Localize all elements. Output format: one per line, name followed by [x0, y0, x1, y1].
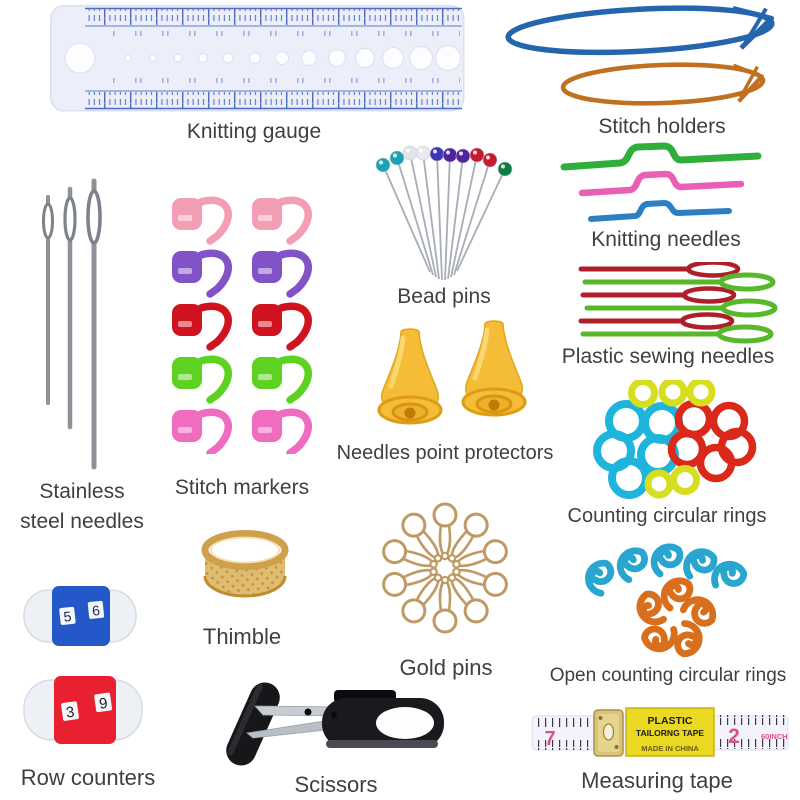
rings-yellow — [628, 380, 716, 499]
row-counters-label: Row counters — [20, 765, 156, 790]
row-counter-blue-windows: 5 6 — [59, 600, 105, 625]
tag-line3: MADE IN CHINA — [641, 744, 699, 753]
stitch-holders-image — [505, 5, 775, 106]
knitting-gauge-label: Knitting gauge — [186, 120, 322, 143]
point-protectors — [379, 321, 525, 423]
plastic-sewing-needles-label: Plastic sewing needles — [561, 345, 775, 368]
scissors-image — [226, 682, 444, 766]
stainless-label-line2: steel needles — [20, 510, 144, 533]
bead-pins-label: Bead pins — [397, 285, 491, 308]
open-rings-orange — [636, 581, 715, 657]
plastic-sewing-needles-image — [578, 262, 778, 344]
counting-circular-rings-label: Counting circular rings — [567, 505, 767, 527]
thread-snips — [226, 682, 444, 766]
row-counter-blue: 5 6 — [23, 586, 137, 646]
cable-needle-blue — [588, 199, 732, 222]
row-counter-red-digit-1: 3 — [65, 704, 76, 722]
gauge-bottom-ruler-ticks — [85, 90, 462, 110]
stainless-label-line1: Stainless — [39, 480, 125, 503]
gold-pins-label: Gold pins — [399, 655, 493, 680]
counting-circular-rings-image — [593, 380, 757, 499]
cable-needle-pink — [578, 170, 745, 197]
tag-line1: PLASTIC — [648, 715, 693, 727]
needle-point-protectors-label: Needles point protectors — [336, 442, 554, 464]
tailor-tape: 7 2 60INCH PLASTIC TAILORNG TAPE MADE IN… — [531, 707, 789, 757]
open-counting-rings-label: Open counting circular rings — [549, 665, 787, 686]
row-counter-red-digit-2: 9 — [98, 695, 109, 713]
knitting-needles-label: Knitting needles — [591, 228, 741, 251]
gauge-size-marks-bottom — [112, 76, 460, 83]
stitch-marker-pink-row — [172, 198, 308, 241]
stitch-holder-blue — [505, 5, 775, 56]
gauge-size-marks-top — [112, 31, 460, 38]
gauge-needle-holes — [64, 42, 462, 74]
bead-pin-shafts — [382, 152, 506, 281]
gold-bulb-pins — [379, 502, 511, 634]
scissors-label: Scissors — [294, 772, 378, 797]
stitch-marker-green-row — [172, 357, 308, 400]
tape-number-2: 2 — [728, 725, 740, 748]
bead-pin-highlights — [379, 148, 505, 169]
stitch-holder-orange — [560, 62, 766, 106]
measuring-tape-image: 7 2 60INCH PLASTIC TAILORNG TAPE MADE IN… — [531, 707, 789, 757]
plastic-needles-red — [578, 262, 741, 330]
tape-unit-60inch: 60INCH — [761, 732, 788, 741]
stitch-marker-magenta-row — [172, 410, 308, 453]
open-counting-rings-image — [575, 533, 790, 663]
row-counter-red-windows: 3 9 — [61, 692, 113, 722]
knitting-gauge-image — [50, 5, 465, 112]
thimble-image — [201, 530, 289, 598]
stainless-steel-needles-label: Stainless steel needles — [0, 477, 164, 537]
bead-pins-image — [375, 145, 513, 281]
row-counter-blue-digit-2: 6 — [91, 602, 101, 619]
plastic-needles-green — [580, 272, 778, 344]
stitch-marker-red-row — [172, 304, 308, 347]
gauge-top-ruler-ticks — [85, 7, 462, 27]
needle-point-protectors-image — [372, 316, 542, 436]
row-counter-red: 3 9 — [23, 676, 143, 744]
cable-needle-green — [560, 142, 762, 171]
thimble-label: Thimble — [202, 624, 282, 649]
stitch-markers-label: Stitch markers — [174, 476, 310, 499]
gold-pins-image — [379, 502, 511, 634]
tag-line2: TAILORNG TAPE — [636, 728, 704, 738]
tape-yellow-tag: PLASTIC TAILORNG TAPE MADE IN CHINA — [625, 707, 715, 757]
measuring-tape-label: Measuring tape — [581, 768, 733, 793]
row-counters-image: 5 6 3 9 — [23, 586, 143, 744]
steel-needles — [42, 178, 102, 470]
stitch-markers-image — [168, 192, 333, 454]
stitch-holders-label: Stitch holders — [598, 115, 726, 138]
stainless-steel-needles-image — [42, 178, 102, 470]
bead-pin-heads — [375, 145, 513, 177]
thimble-ring — [201, 530, 289, 598]
tape-number-7: 7 — [544, 728, 555, 750]
row-counter-blue-digit-1: 5 — [63, 608, 73, 625]
knitting-needles-image — [560, 142, 762, 222]
stitch-marker-purple-row — [172, 251, 308, 294]
